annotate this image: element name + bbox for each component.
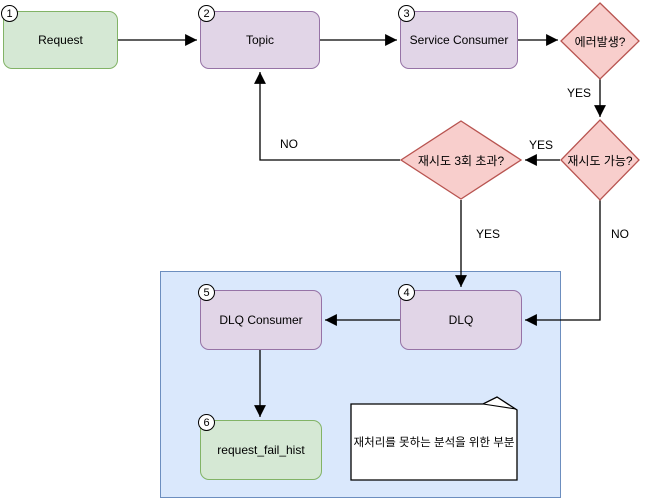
edge-label-retry-possible-no: NO [609, 227, 631, 241]
decision-retry-possible: 재시도 가능? [560, 119, 640, 201]
node-service-consumer-label: Service Consumer [409, 33, 509, 47]
note-shape [350, 396, 518, 481]
node-dlq-label: DLQ [448, 313, 474, 327]
node-request-fail-hist: 6 request_fail_hist [198, 414, 322, 480]
note-text: 재처리를 못하는 분석을 위한 부분 [353, 436, 515, 449]
node-dlq: 4 DLQ [398, 284, 522, 350]
node-request: 1 Request [1, 5, 118, 69]
note-annotation: 재처리를 못하는 분석을 위한 부분 [350, 395, 520, 482]
step-badge-6: 6 [198, 414, 215, 431]
edge-label-retry-exceeded-no: NO [278, 137, 300, 151]
node-topic-label: Topic [245, 33, 274, 47]
node-dlq-consumer: 5 DLQ Consumer [198, 284, 322, 350]
decision-error-occurred-label: 에러발생? [574, 34, 626, 49]
step-badge-2: 2 [198, 5, 215, 22]
step-badge-4: 4 [398, 284, 415, 301]
node-request-fail-hist-label: request_fail_hist [217, 443, 305, 457]
edge-label-retry-possible-yes: YES [526, 138, 556, 152]
edge-label-error-yes: YES [564, 86, 594, 100]
diamond-shape [400, 120, 522, 200]
step-badge-3: 3 [398, 5, 415, 22]
decision-retry-exceeded-label: 재시도 3회 초과? [417, 153, 505, 168]
edge-label-retry-exceeded-yes: YES [473, 227, 503, 241]
node-dlq-consumer-label: DLQ Consumer [219, 313, 303, 327]
node-request-label: Request [38, 33, 83, 47]
node-service-consumer: 3 Service Consumer [398, 5, 518, 69]
node-topic: 2 Topic [198, 5, 320, 69]
decision-error-occurred: 에러발생? [560, 2, 640, 80]
decision-retry-possible-label: 재시도 가능? [567, 153, 633, 168]
step-badge-5: 5 [198, 284, 215, 301]
step-badge-1: 1 [1, 5, 18, 22]
decision-retry-exceeded: 재시도 3회 초과? [400, 120, 522, 200]
